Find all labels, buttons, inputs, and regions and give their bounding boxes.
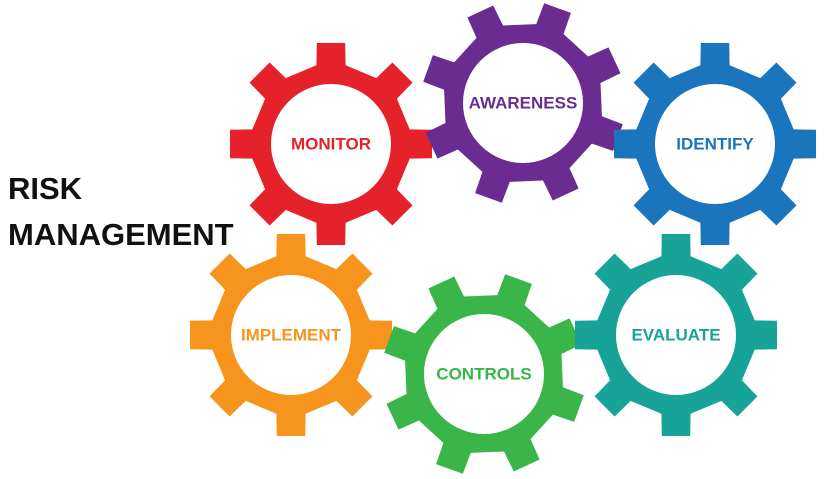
gear-implement-label: IMPLEMENT bbox=[241, 326, 342, 345]
gear-layer: MONITOR AWARENESS IDENTIFY IMPLEMENT CONTROL… bbox=[190, 3, 816, 474]
gear-controls-label: CONTROLS bbox=[436, 365, 531, 384]
title-line-1: RISK bbox=[8, 171, 83, 206]
gear-implement-shape bbox=[190, 234, 392, 436]
gear-identify-shape bbox=[614, 43, 816, 245]
gear-monitor: MONITOR bbox=[230, 43, 432, 245]
gear-awareness-label: AWARENESS bbox=[469, 94, 578, 113]
gear-controls: CONTROLS bbox=[384, 274, 584, 474]
diagram-title: RISK MANAGEMENT bbox=[8, 171, 234, 252]
gear-evaluate-shape bbox=[575, 234, 777, 436]
gear-awareness: AWARENESS bbox=[423, 3, 623, 203]
gear-evaluate-label: EVALUATE bbox=[631, 326, 720, 345]
gear-identify: IDENTIFY bbox=[614, 43, 816, 245]
gear-implement: IMPLEMENT bbox=[190, 234, 392, 436]
gear-awareness-shape bbox=[423, 3, 623, 203]
gear-evaluate: EVALUATE bbox=[575, 234, 777, 436]
title-line-2: MANAGEMENT bbox=[8, 217, 234, 252]
gear-monitor-shape bbox=[230, 43, 432, 245]
gear-identify-label: IDENTIFY bbox=[676, 135, 754, 154]
gear-controls-shape bbox=[384, 274, 584, 474]
gear-monitor-label: MONITOR bbox=[291, 135, 371, 154]
